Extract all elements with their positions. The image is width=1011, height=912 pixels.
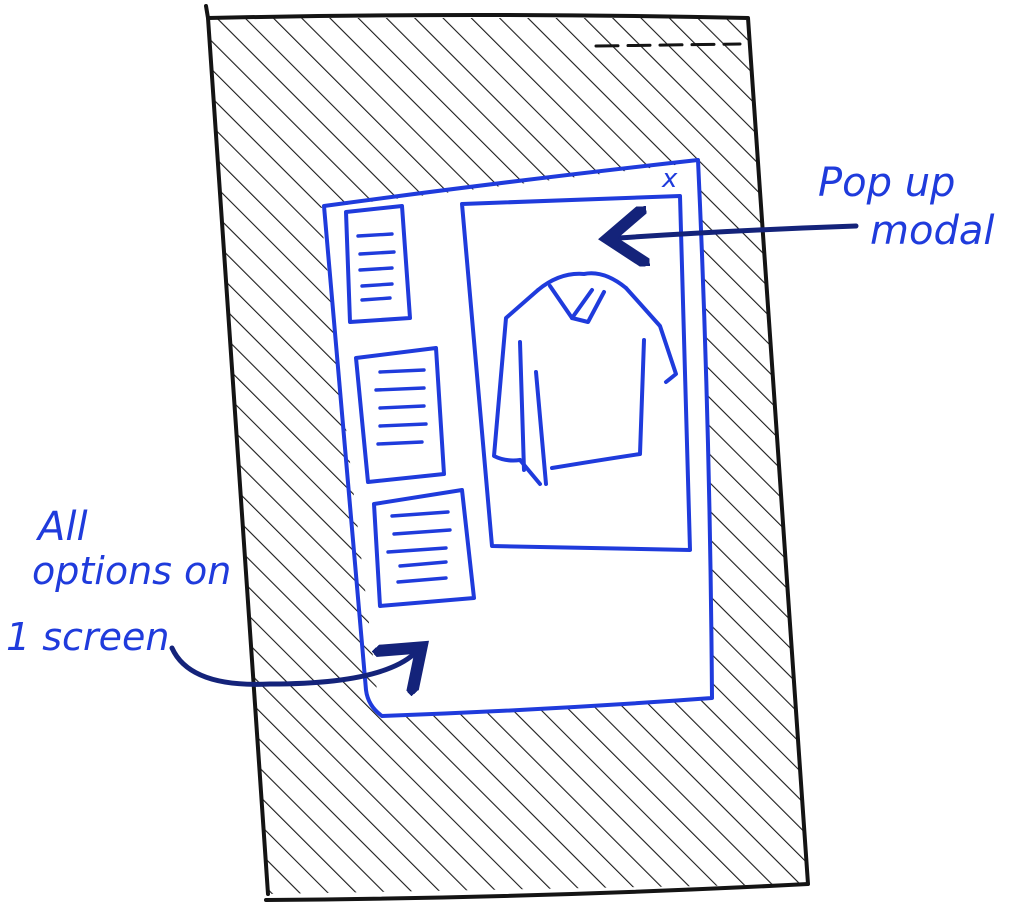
popup-arrow: [618, 226, 859, 238]
phone-left-edge: [206, 16, 270, 896]
shirt-icon: [492, 271, 678, 486]
options-annotation: All options on 1 screen: [6, 504, 414, 684]
image-frame: [460, 194, 692, 552]
status-bar-dash: [594, 42, 742, 48]
popup-annotation: Pop up modal: [618, 160, 994, 254]
option-card[interactable]: [372, 488, 476, 608]
options-label-line1: All: [35, 504, 88, 550]
modal-close-icon[interactable]: x: [661, 164, 678, 194]
popup-label-line2: modal: [870, 208, 994, 254]
phone-outline: [204, 4, 810, 902]
option-list: [344, 204, 476, 608]
options-label-line3: 1 screen: [6, 615, 169, 659]
popup-label-line1: Pop up: [818, 160, 955, 206]
options-arrow: [169, 648, 414, 684]
option-card[interactable]: [344, 204, 412, 324]
option-card[interactable]: [354, 346, 446, 484]
product-image-panel: [460, 194, 692, 552]
modal-outline: [322, 158, 714, 718]
options-label-line2: options on: [32, 549, 231, 593]
